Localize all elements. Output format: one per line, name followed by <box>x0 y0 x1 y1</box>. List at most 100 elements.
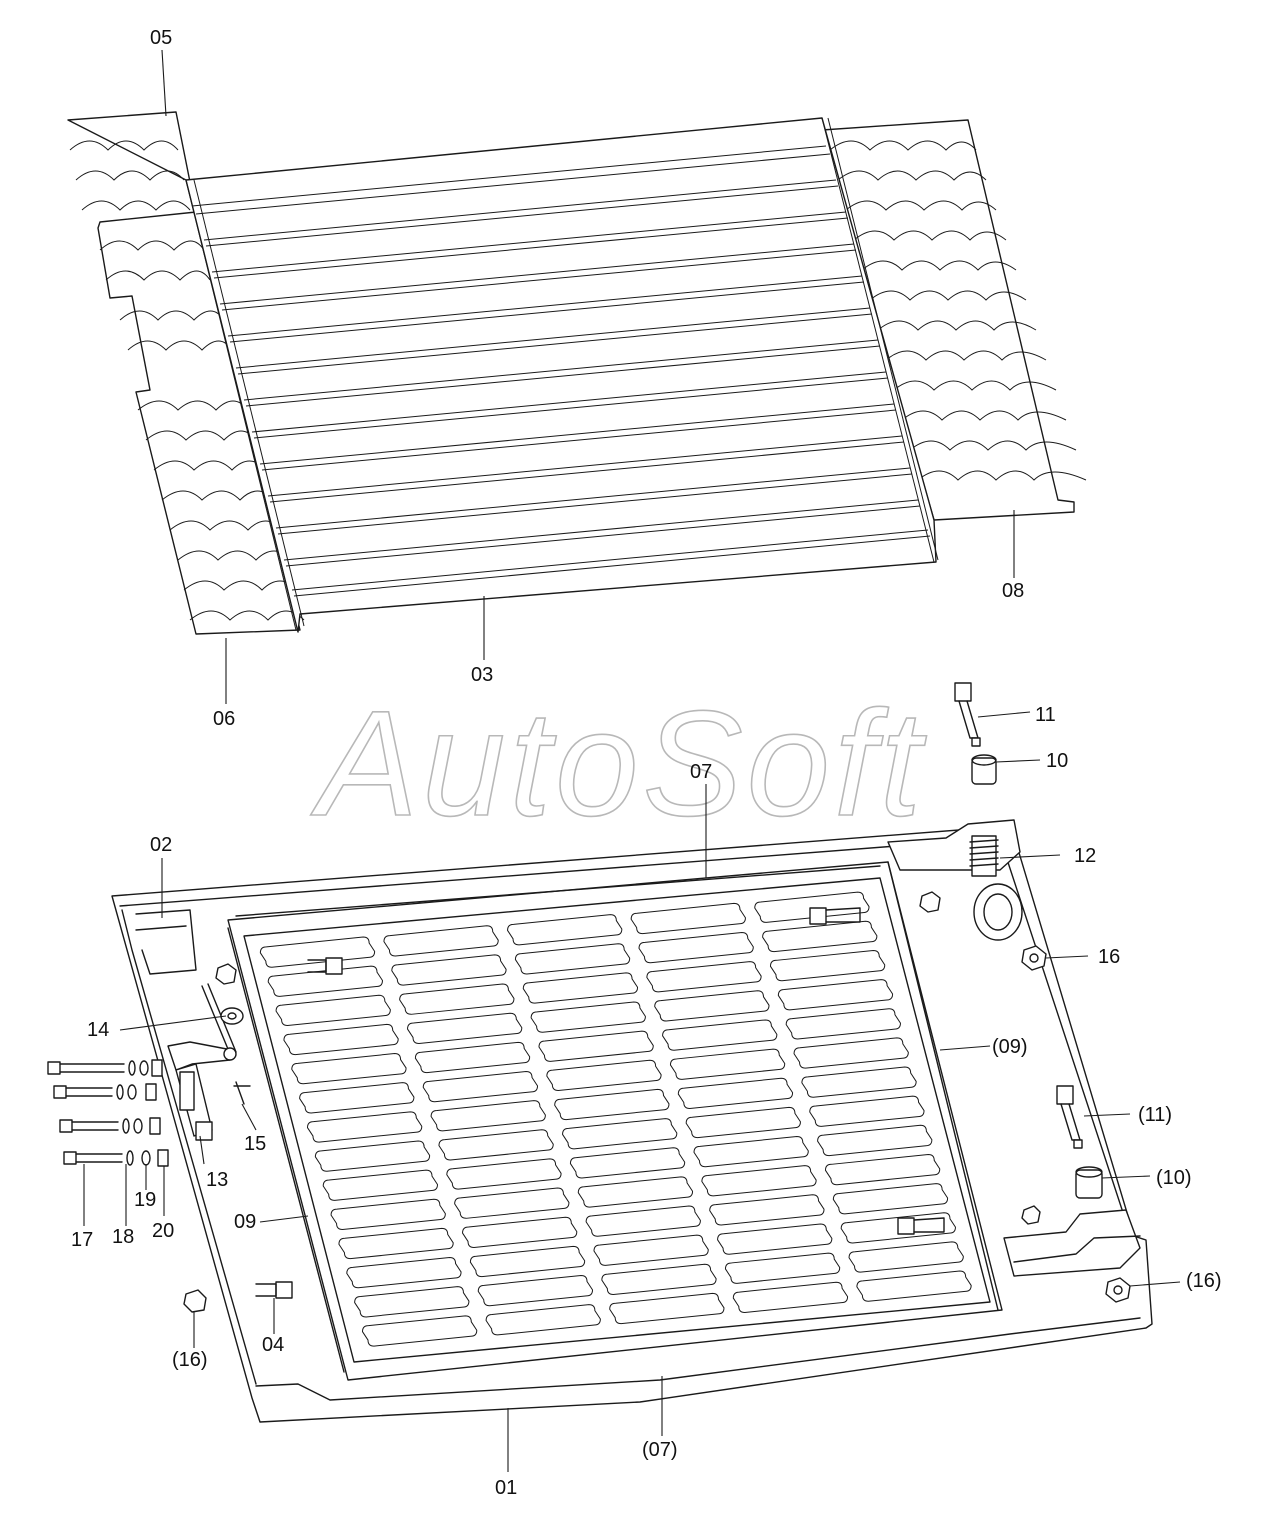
panel-slot <box>462 1216 578 1248</box>
panel-slot <box>630 902 746 935</box>
panel-slot <box>856 1270 972 1302</box>
panel-slot <box>701 1165 817 1197</box>
watermark-logo: AutoSoft <box>310 679 927 847</box>
panel-slot <box>259 936 376 968</box>
panel-slot <box>322 1169 438 1201</box>
panel-slot <box>446 1158 562 1190</box>
panel-slot <box>769 949 886 982</box>
panel-slot <box>693 1136 809 1168</box>
panel-slot <box>485 1304 601 1336</box>
left-bracket <box>135 909 197 975</box>
nut-16-right <box>1021 945 1047 971</box>
panel-slot <box>732 1281 849 1313</box>
label-11: 11 <box>1035 704 1056 726</box>
panel-slot <box>477 1274 594 1307</box>
label-05: 05 <box>150 27 172 49</box>
label-12: 12 <box>1074 845 1096 867</box>
bush-10-top <box>971 754 997 785</box>
lower-tray-assembly <box>47 682 1153 1423</box>
panel-slot <box>469 1245 586 1278</box>
panel-slot <box>685 1106 801 1139</box>
label-16-paren-right: (16) <box>1186 1270 1222 1292</box>
panel-slot <box>609 1292 725 1325</box>
panel-slot <box>530 1001 646 1033</box>
left-bolt-stack <box>47 1059 169 1167</box>
label-18: 18 <box>112 1226 134 1248</box>
tray-rim-front <box>255 1317 1141 1401</box>
panel-slot <box>430 1100 546 1132</box>
leader-lines <box>83 49 1181 1472</box>
panel-slot <box>546 1059 662 1092</box>
panel-slot <box>330 1198 446 1231</box>
panel-slot <box>817 1124 933 1157</box>
panel-screws <box>255 907 945 1299</box>
panel-slot <box>338 1227 454 1260</box>
panel-slot <box>454 1187 570 1219</box>
panel-slot <box>307 1111 423 1143</box>
panel-slot <box>793 1037 909 1069</box>
panel-slot <box>677 1077 794 1109</box>
panel-slot <box>438 1129 554 1161</box>
panel-slot <box>809 1095 925 1127</box>
panel-slot <box>414 1041 531 1074</box>
bush-10-lower <box>1075 1166 1103 1199</box>
slat-lines <box>185 117 939 631</box>
panel-slot <box>299 1082 415 1114</box>
panel-slot <box>538 1030 654 1062</box>
label-07-paren: (07) <box>642 1439 678 1461</box>
panel-slot <box>654 990 770 1022</box>
panel-slots <box>259 891 972 1347</box>
label-11-paren: (11) <box>1138 1104 1172 1126</box>
label-19: 19 <box>134 1189 156 1211</box>
panel-slot <box>801 1066 917 1098</box>
label-04: 04 <box>262 1334 284 1356</box>
panel-slot <box>354 1286 470 1318</box>
panel-slot <box>709 1194 825 1226</box>
nut-16-lower-right <box>1105 1277 1131 1303</box>
panel-slot <box>346 1257 462 1289</box>
label-08: 08 <box>1002 580 1024 602</box>
panel-slot <box>646 961 762 993</box>
panel-slot <box>832 1183 949 1215</box>
panel-slot <box>554 1088 670 1121</box>
nut-panel-right <box>215 891 1041 1225</box>
label-17: 17 <box>71 1229 93 1251</box>
panel-slot <box>601 1263 717 1296</box>
panel-slot <box>669 1048 786 1080</box>
panel-slot <box>638 932 754 964</box>
panel-slot <box>754 891 870 923</box>
label-14: 14 <box>87 1019 109 1041</box>
panel-slot <box>275 994 391 1027</box>
label-09-left: 09 <box>234 1211 256 1233</box>
panel-slot <box>824 1153 941 1186</box>
left-mat-scallops <box>69 140 305 621</box>
panel-slot <box>717 1223 833 1255</box>
label-15: 15 <box>244 1133 266 1155</box>
inner-frame-rails <box>227 861 1003 1381</box>
label-16-right: 16 <box>1098 946 1120 968</box>
panel-slot <box>522 972 639 1004</box>
label-09-right: (09) <box>992 1036 1028 1058</box>
panel-slot <box>314 1140 431 1172</box>
tray-left-wall <box>121 909 257 1385</box>
panel-slot <box>283 1023 399 1056</box>
label-06: 06 <box>213 708 235 730</box>
label-20: 20 <box>152 1220 174 1242</box>
panel-slot <box>383 925 499 957</box>
label-13: 13 <box>206 1169 228 1191</box>
perforated-panel <box>243 877 991 1363</box>
panel-slot <box>514 943 631 975</box>
panel-slot <box>724 1252 841 1284</box>
panel-slot <box>593 1234 709 1266</box>
panel-slot <box>762 920 878 953</box>
panel-slot <box>585 1205 701 1237</box>
panel-slot <box>577 1176 694 1208</box>
panel-slot <box>422 1070 539 1103</box>
panel-slot <box>407 1012 523 1044</box>
label-02: 02 <box>150 834 172 856</box>
label-03: 03 <box>471 664 493 686</box>
panel-slot <box>569 1147 686 1179</box>
panel-slot <box>777 979 894 1011</box>
panel-slot <box>362 1315 478 1347</box>
